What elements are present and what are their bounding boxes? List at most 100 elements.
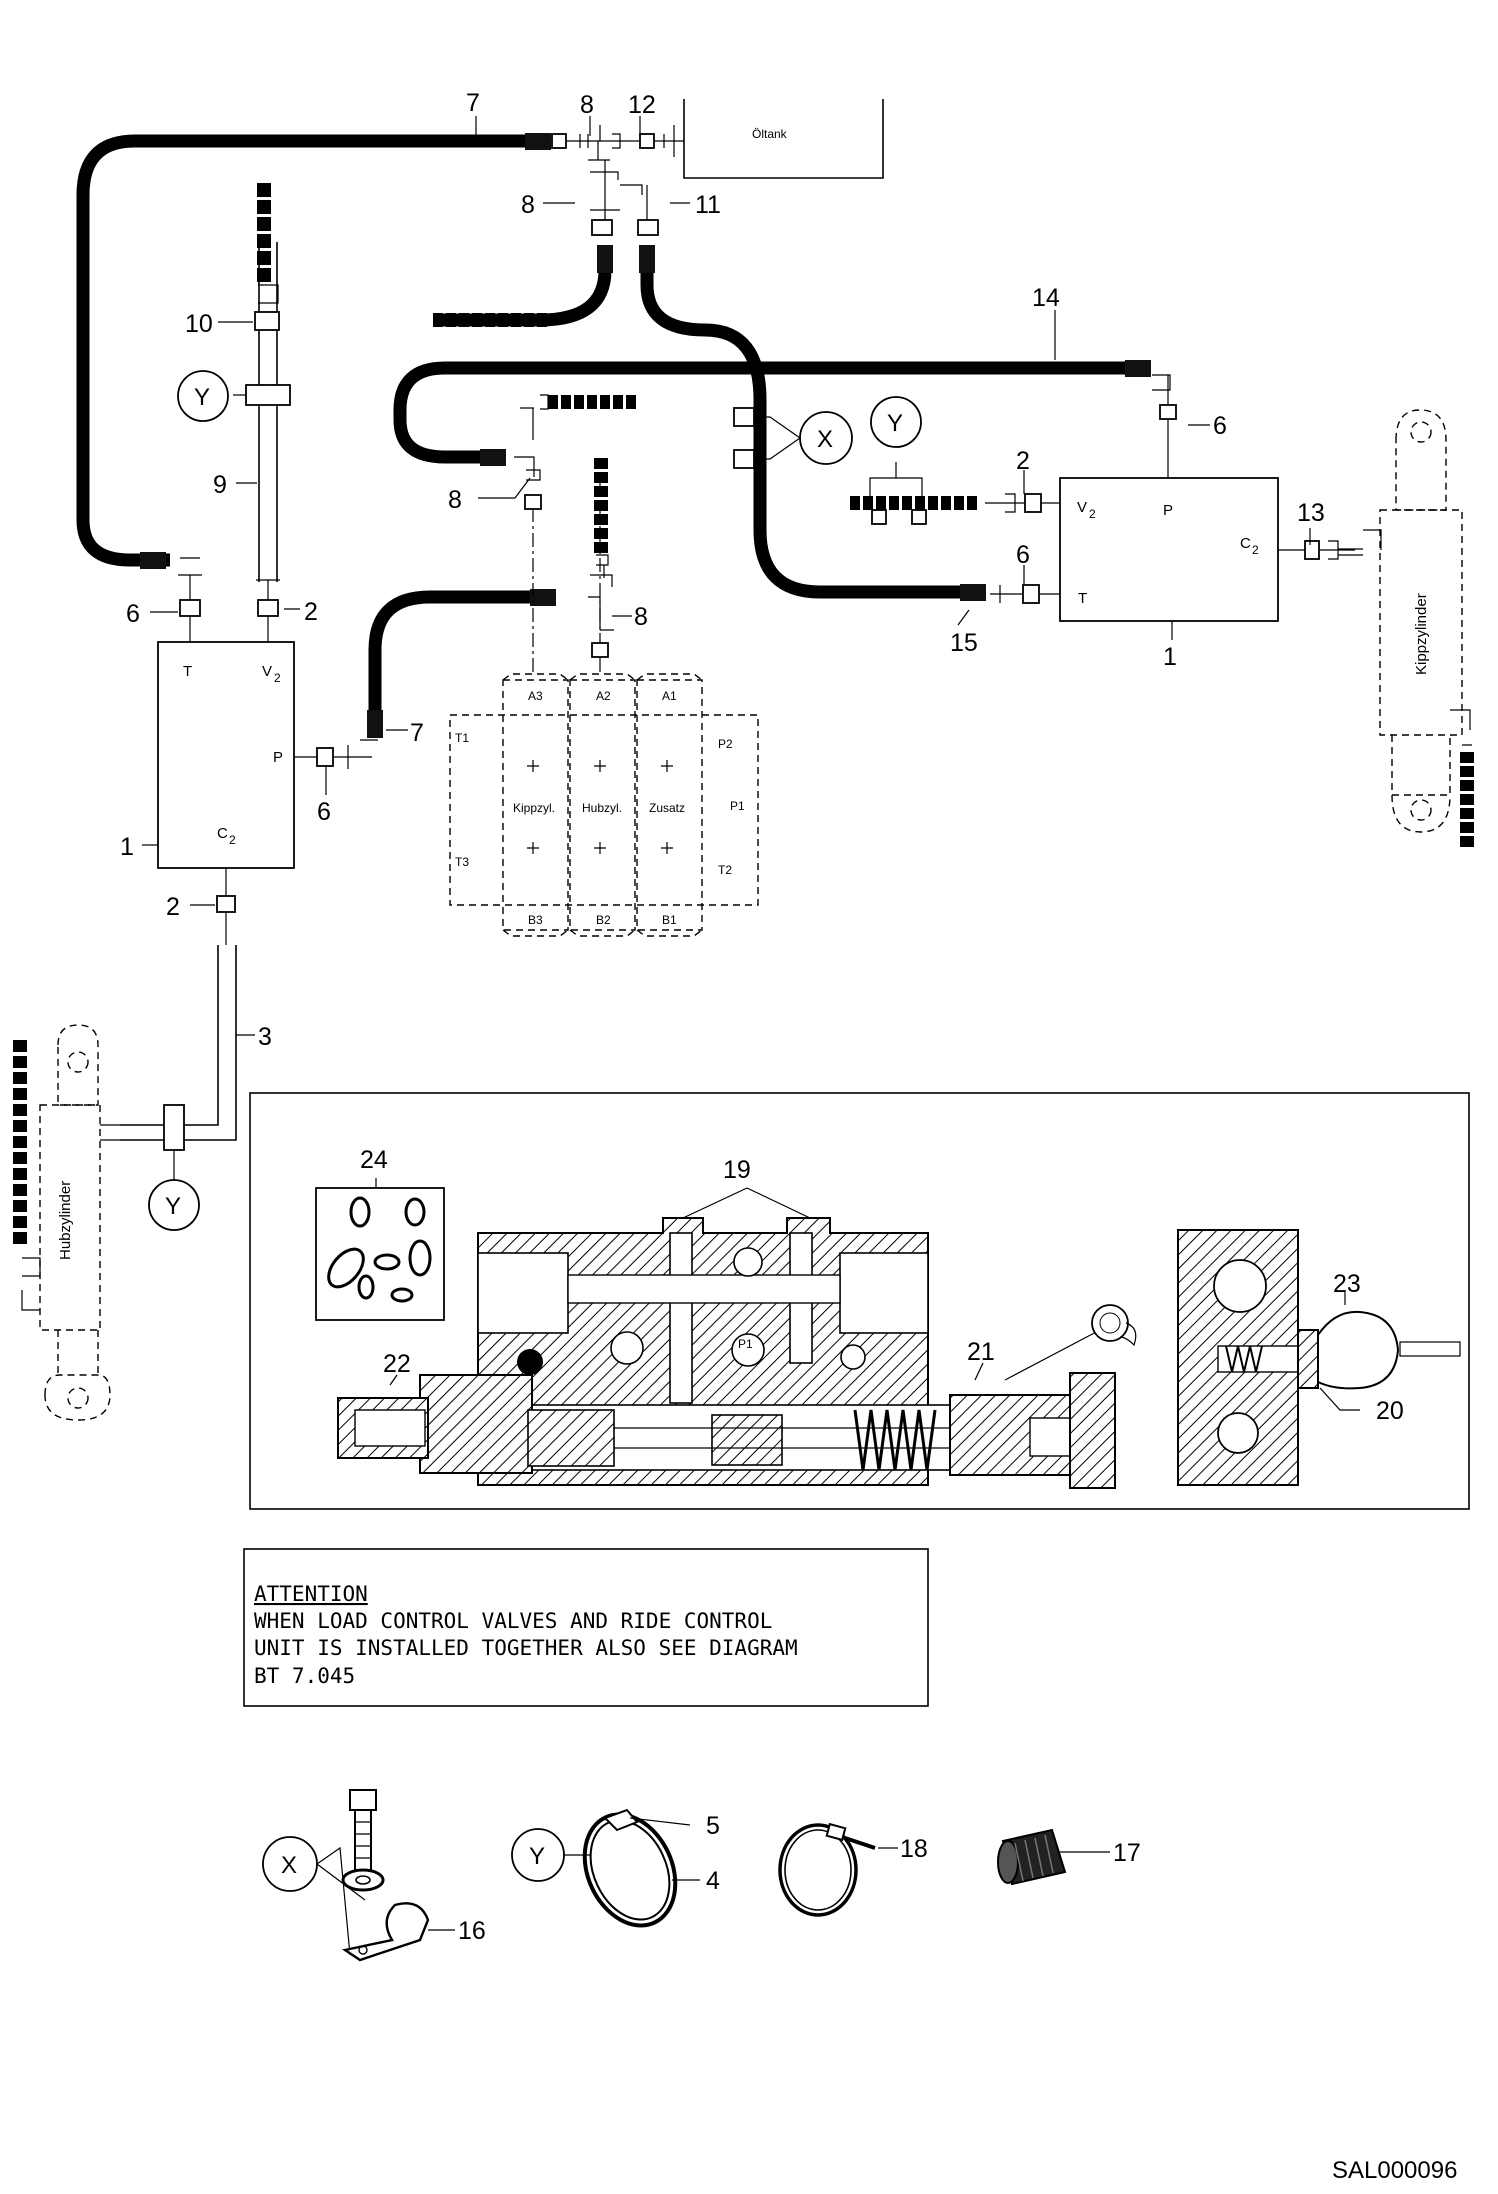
oil-tank: Öltank bbox=[683, 99, 884, 179]
line-9 bbox=[233, 183, 291, 582]
svg-text:A1: A1 bbox=[662, 689, 677, 703]
svg-text:A3: A3 bbox=[528, 689, 543, 703]
svg-text:T3: T3 bbox=[455, 855, 469, 869]
hose-fitting bbox=[639, 245, 655, 273]
svg-text:23: 23 bbox=[1333, 1270, 1361, 1298]
svg-text:5: 5 bbox=[706, 1812, 720, 1840]
valve-cross-section: P1 19 21 22 bbox=[337, 1156, 1137, 1489]
dashed-hose-right bbox=[850, 462, 977, 525]
svg-text:7: 7 bbox=[410, 719, 424, 747]
attention-line-3: BT 7.045 bbox=[254, 1664, 355, 1688]
svg-text:6: 6 bbox=[1016, 541, 1030, 569]
hose-7-pressure bbox=[368, 590, 545, 725]
tank-label: Öltank bbox=[752, 127, 788, 141]
svg-text:17: 17 bbox=[1113, 1839, 1141, 1867]
svg-text:11: 11 bbox=[695, 191, 721, 219]
svg-text:8: 8 bbox=[521, 191, 535, 219]
hose-14 bbox=[393, 361, 1142, 464]
svg-text:Y: Y bbox=[529, 1843, 545, 1870]
hose-fitting bbox=[525, 133, 551, 150]
attention-line-1: WHEN LOAD CONTROL VALVES AND RIDE CONTRO… bbox=[254, 1609, 772, 1633]
svg-text:6: 6 bbox=[317, 798, 331, 826]
port-v2: V bbox=[262, 663, 272, 680]
port-c2: C bbox=[217, 825, 228, 842]
tank-fittings bbox=[551, 125, 684, 236]
svg-text:4: 4 bbox=[706, 1867, 720, 1895]
svg-text:2: 2 bbox=[274, 671, 281, 685]
svg-text:B3: B3 bbox=[528, 913, 543, 927]
svg-text:P2: P2 bbox=[718, 737, 733, 751]
hose-8 bbox=[435, 245, 612, 327]
svg-text:3: 3 bbox=[258, 1023, 272, 1051]
svg-text:P1: P1 bbox=[738, 1337, 753, 1351]
section-hubzyl: Hubzyl. bbox=[582, 801, 622, 815]
hose-sleeve-17: 17 bbox=[997, 1828, 1141, 1886]
detail-frame: 24 P1 bbox=[249, 1092, 1470, 1510]
hose-fitting bbox=[960, 584, 986, 601]
svg-text:B2: B2 bbox=[596, 913, 611, 927]
svg-text:14: 14 bbox=[1032, 284, 1060, 312]
svg-text:6: 6 bbox=[1213, 412, 1227, 440]
clamp-ref-y: Y bbox=[887, 410, 903, 437]
clamp-ref-x: X bbox=[817, 426, 833, 453]
callout-numbers: 7 8 12 8 11 10 9 6 2 14 6 2 13 8 8 15 6 … bbox=[120, 89, 1325, 1051]
svg-text:X: X bbox=[281, 1852, 297, 1879]
hose-11-15 bbox=[640, 245, 975, 599]
tilt-cylinder-label: Kippzylinder bbox=[1413, 593, 1430, 675]
dashed-hose-left bbox=[433, 313, 547, 327]
svg-text:13: 13 bbox=[1297, 499, 1325, 527]
svg-text:2: 2 bbox=[1089, 507, 1096, 521]
svg-text:P1: P1 bbox=[730, 799, 745, 813]
hose-clamp-18: 18 bbox=[778, 1822, 928, 1917]
clamp-ref-y: Y bbox=[194, 384, 210, 411]
o-ring-kit: 24 bbox=[315, 1146, 445, 1321]
hose-fitting bbox=[367, 710, 383, 738]
line-3 bbox=[120, 945, 237, 1180]
svg-text:T: T bbox=[1078, 590, 1087, 607]
hose-fitting bbox=[597, 245, 613, 273]
clamp-markers: Y X Y Y bbox=[148, 370, 922, 1231]
section-zusatz: Zusatz bbox=[649, 801, 685, 815]
load-control-valve-left: T V 2 P C 2 bbox=[157, 557, 378, 945]
svg-text:18: 18 bbox=[900, 1835, 928, 1863]
svg-text:21: 21 bbox=[967, 1338, 995, 1366]
svg-text:12: 12 bbox=[628, 91, 656, 119]
svg-text:20: 20 bbox=[1376, 1397, 1404, 1425]
svg-text:9: 9 bbox=[213, 471, 227, 499]
svg-text:A2: A2 bbox=[596, 689, 611, 703]
svg-text:7: 7 bbox=[466, 89, 480, 117]
svg-text:19: 19 bbox=[723, 1156, 751, 1184]
svg-text:2: 2 bbox=[1016, 447, 1030, 475]
svg-text:2: 2 bbox=[229, 833, 236, 847]
svg-text:10: 10 bbox=[185, 310, 213, 338]
clamp-x bbox=[733, 407, 801, 469]
leader-lines bbox=[142, 116, 1311, 1036]
svg-text:2: 2 bbox=[304, 598, 318, 626]
dashed-hose-lift bbox=[13, 1040, 41, 1311]
svg-text:2: 2 bbox=[166, 893, 180, 921]
svg-text:6: 6 bbox=[126, 600, 140, 628]
bolt-clamp-assembly: X 16 bbox=[262, 1789, 486, 1962]
lift-cylinder: Hubzylinder bbox=[13, 1024, 120, 1421]
svg-text:8: 8 bbox=[448, 486, 462, 514]
attention-heading: ATTENTION bbox=[254, 1582, 368, 1606]
plus-marks bbox=[527, 760, 673, 854]
svg-text:V: V bbox=[1077, 499, 1087, 516]
hose-fitting bbox=[1125, 360, 1151, 377]
svg-text:15: 15 bbox=[950, 629, 978, 657]
valve-side-section: 23 20 bbox=[1177, 1229, 1461, 1486]
svg-text:T2: T2 bbox=[718, 863, 732, 877]
svg-text:8: 8 bbox=[634, 603, 648, 631]
svg-text:1: 1 bbox=[1163, 643, 1177, 671]
svg-text:1: 1 bbox=[120, 833, 134, 861]
port-p: P bbox=[273, 749, 283, 766]
lift-cylinder-label: Hubzylinder bbox=[57, 1181, 74, 1260]
section-kippzyl: Kippzyl. bbox=[513, 801, 555, 815]
svg-text:8: 8 bbox=[580, 91, 594, 119]
drawing-reference: SAL000096 bbox=[1332, 2157, 1457, 2184]
tilt-cylinder: Kippzylinder bbox=[1363, 409, 1474, 847]
attention-line-2: UNIT IS INSTALLED TOGETHER ALSO SEE DIAG… bbox=[254, 1636, 798, 1660]
svg-text:16: 16 bbox=[458, 1917, 486, 1945]
control-valve-block: A3 A2 A1 B3 B2 B1 Kippzyl. Hubzyl. Zusat… bbox=[449, 407, 759, 937]
